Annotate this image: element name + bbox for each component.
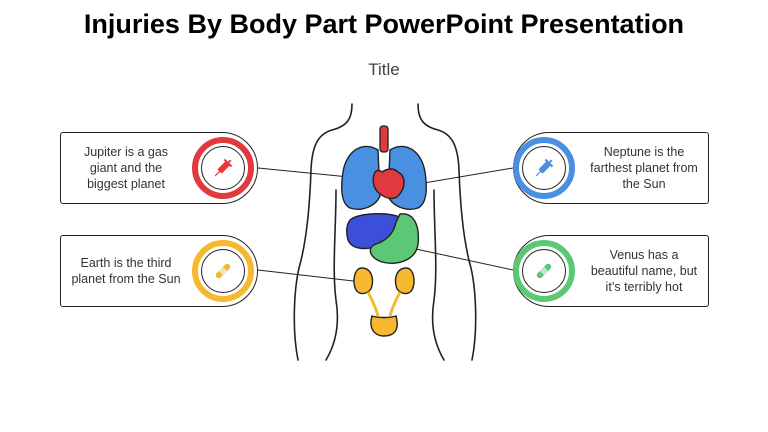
icon-badge-blue bbox=[522, 146, 566, 190]
connector-line-earth bbox=[257, 269, 363, 283]
trachea bbox=[379, 125, 389, 153]
right-ureter bbox=[388, 291, 402, 317]
stomach bbox=[369, 213, 420, 264]
card-text-venus: Venus has a beautiful name, but it’s ter… bbox=[590, 248, 698, 294]
left-ureter bbox=[366, 291, 380, 317]
connector-line-venus bbox=[401, 245, 514, 271]
card-text-earth: Earth is the third planet from the Sun bbox=[71, 256, 181, 286]
heart bbox=[372, 168, 405, 200]
connector-line-neptune bbox=[417, 167, 514, 185]
bandage-icon bbox=[215, 263, 231, 279]
syringe-icon bbox=[535, 158, 554, 177]
body-outline bbox=[293, 103, 353, 361]
syringe-icon bbox=[214, 158, 233, 177]
icon-badge-yellow bbox=[201, 249, 245, 293]
icon-badge-green bbox=[522, 249, 566, 293]
icon-badge-red bbox=[201, 146, 245, 190]
left-lung bbox=[341, 145, 381, 210]
icon-ring-green bbox=[513, 240, 575, 302]
bandage-icon bbox=[536, 263, 552, 279]
body-outline-right bbox=[417, 103, 477, 361]
left-kidney bbox=[353, 267, 374, 295]
diagram-subtitle: Title bbox=[368, 60, 400, 79]
body-inner-left bbox=[325, 189, 339, 361]
right-kidney bbox=[394, 267, 415, 295]
card-text-jupiter: Jupiter is a gas giant and the biggest p… bbox=[83, 145, 169, 191]
page-title: Injuries By Body Part PowerPoint Present… bbox=[83, 9, 685, 39]
card-text-neptune: Neptune is the farthest planet from the … bbox=[590, 145, 698, 191]
icon-ring-red bbox=[192, 137, 254, 199]
icon-ring-yellow bbox=[192, 240, 254, 302]
bladder bbox=[370, 315, 398, 337]
body-inner-right bbox=[431, 189, 445, 361]
icon-ring-blue bbox=[513, 137, 575, 199]
